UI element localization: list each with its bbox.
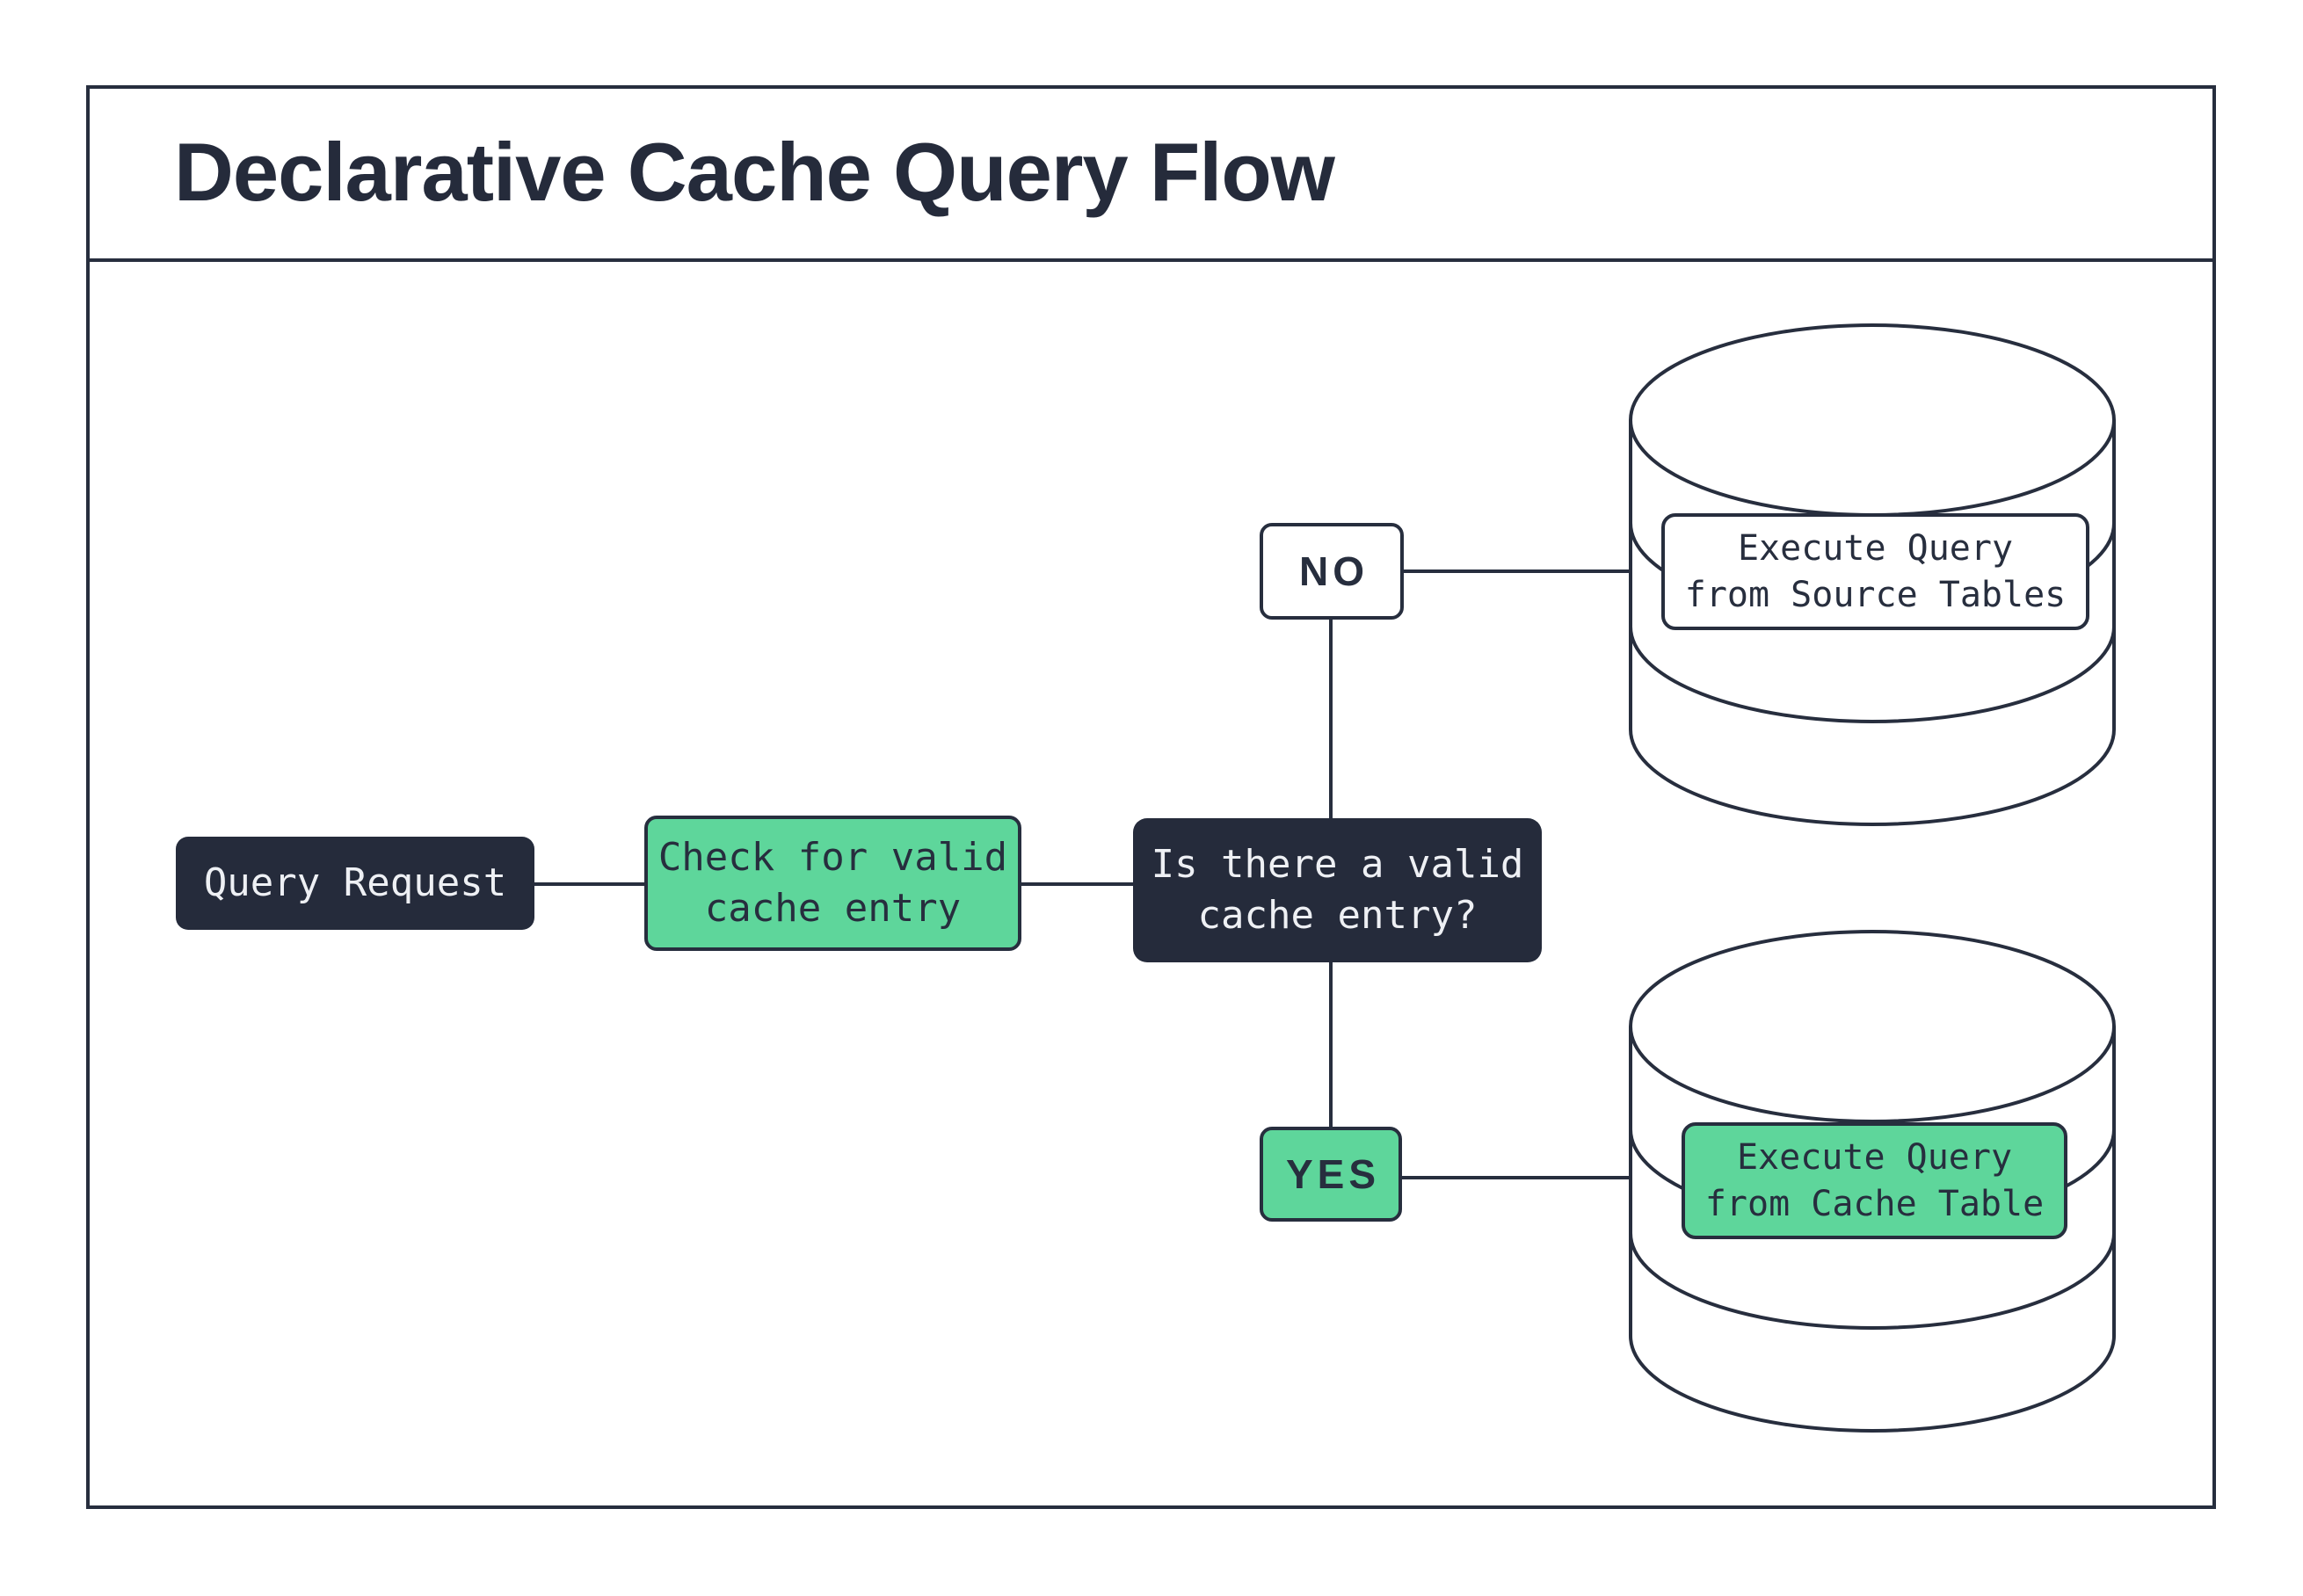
decision-node: Is there a valid cache entry? — [1133, 818, 1542, 962]
no-branch-label: NO — [1260, 523, 1404, 620]
query-request-node: Query Request — [176, 837, 534, 930]
yes-branch-label: YES — [1260, 1127, 1402, 1222]
execute-cache-node: Execute Query from Cache Table — [1682, 1122, 2067, 1239]
check-cache-node: Check for valid cache entry — [644, 816, 1021, 951]
diagram-frame — [86, 85, 2216, 1509]
source-database-icon — [1629, 323, 2116, 826]
page-title: Declarative Cache Query Flow — [174, 125, 1335, 218]
execute-source-node: Execute Query from Source Tables — [1661, 513, 2089, 630]
header-band: Declarative Cache Query Flow — [86, 85, 2216, 262]
